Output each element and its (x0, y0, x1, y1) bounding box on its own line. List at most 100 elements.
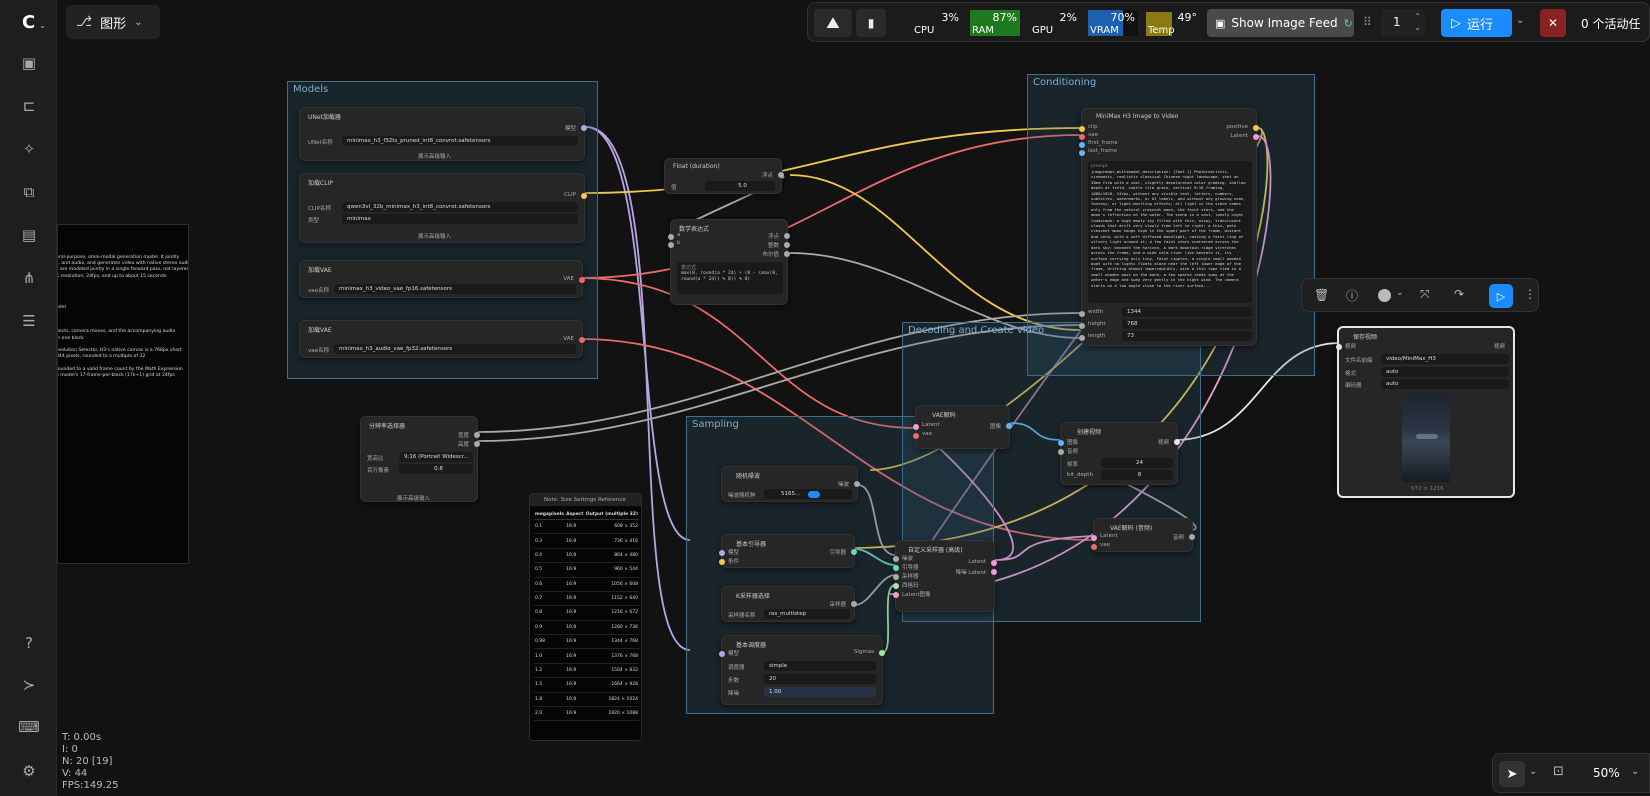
stepper-arrows-icon[interactable]: ⌃⌄ (1414, 12, 1421, 32)
output-width-slot[interactable] (474, 432, 480, 438)
models-icon[interactable]: ✧ (22, 140, 36, 158)
workflows-icon[interactable]: ⧉ (23, 183, 35, 201)
node-math-expression[interactable]: 数学表达式 a b 浮点 整数 布尔值 表达式 max(8, round(a *… (668, 219, 790, 305)
description-note[interactable]: eral-purpose, omni-modal generation mode… (57, 224, 189, 564)
node-vae-decode-audio[interactable]: VAE解码 (音频) Latent vae 音频 (1091, 518, 1195, 552)
run-selected-button[interactable]: ▷ (1489, 284, 1513, 308)
node-save-video[interactable]: 保存视频 视频 视频 文件名前缀 video/MiniMax_H3 格式 aut… (1336, 326, 1515, 498)
input-latent-slot[interactable] (893, 592, 899, 598)
terminal-icon[interactable]: ≻ (22, 676, 36, 694)
chevron-down-icon[interactable]: ⌄ (1396, 288, 1404, 298)
output-sigmas-slot[interactable] (879, 650, 885, 656)
input-width-slot[interactable] (1079, 311, 1085, 317)
advanced-inputs-toggle[interactable]: 展示高级输入 (418, 234, 452, 240)
output-latent-slot[interactable] (991, 560, 997, 566)
output-latent-slot[interactable] (1253, 134, 1259, 140)
seed-input[interactable]: 5165... (764, 489, 852, 499)
megapixels-input[interactable]: 0.8 (399, 464, 473, 474)
input-audio-slot[interactable] (1058, 449, 1064, 455)
aspect-ratio-select[interactable]: 9:16 (Portrait Widescr... (399, 452, 473, 462)
output-image-slot[interactable] (1006, 423, 1012, 429)
more-options-icon[interactable]: ⋮ (1524, 287, 1536, 301)
fit-view-icon[interactable]: ⤧ (1420, 287, 1430, 301)
input-video-slot[interactable] (1336, 344, 1342, 350)
input-latent-slot[interactable] (1091, 535, 1097, 541)
node-create-video[interactable]: 创建视频 图像 音频 视频 帧率 24 bit_depth 8 (1058, 422, 1180, 485)
node-custom-sampler-advanced[interactable]: 自定义采样器 (高级) 噪波 引导器 采样器 西格玛 Latent图像 Late… (893, 540, 997, 612)
node-random-noise[interactable]: 随机噪波 噪波 噪波随机种 5165... (721, 466, 860, 502)
output-float-slot[interactable] (784, 233, 790, 239)
output-height-slot[interactable] (474, 441, 480, 447)
output-clip-slot[interactable] (581, 193, 587, 199)
output-guider-slot[interactable] (851, 549, 857, 555)
input-clip-slot[interactable] (1079, 126, 1085, 132)
input-a-slot[interactable] (668, 234, 674, 240)
active-tasks-button[interactable]: 0 个活动任 (1573, 9, 1650, 37)
node-basic-scheduler[interactable]: 基本调度器 模型 Sigmas 调度器 simple 步数 20 降噪 1.00 (719, 635, 885, 705)
output-sampler-slot[interactable] (851, 601, 857, 607)
run-options-button[interactable]: ⌄ (1512, 9, 1530, 37)
help-icon[interactable]: ? (25, 634, 33, 652)
node-audio-vae-loader[interactable]: 加载VAE VAE vae名称 minimax_h3_audio_vae_fp3… (299, 320, 585, 358)
assets-icon[interactable]: ▣ (21, 54, 37, 72)
input-noise-slot[interactable] (893, 556, 899, 562)
output-model-slot[interactable] (581, 125, 587, 131)
output-vae-slot[interactable] (579, 337, 585, 343)
input-vae-slot[interactable] (1091, 544, 1097, 550)
sampler-name-select[interactable]: res_multistep (764, 609, 850, 619)
chevron-down-icon[interactable]: ⌄ (1631, 766, 1640, 777)
drag-handle-icon[interactable]: ⠿ (1363, 15, 1372, 29)
input-length-slot[interactable] (1079, 335, 1085, 341)
workflow-tab[interactable]: ⎇ 图形 ⌄ (66, 5, 160, 39)
steps-input[interactable]: 20 (764, 674, 876, 684)
input-sigmas-slot[interactable] (893, 583, 899, 589)
node-unet-loader[interactable]: UNet加载器 模型 UNet名称 minimax_h3_f32ts_prune… (299, 107, 587, 161)
bit-depth-input[interactable]: 8 (1101, 470, 1173, 480)
color-picker-icon[interactable] (1378, 289, 1391, 302)
chevron-down-icon[interactable]: ⌄ (1529, 766, 1538, 777)
node-vae-loader[interactable]: 加载VAE VAE vae名称 minimax_h3_video_vae_fp1… (299, 260, 585, 298)
zoom-level[interactable]: 50% (1593, 766, 1620, 780)
advanced-inputs-toggle[interactable]: 展示高级输入 (418, 154, 452, 160)
input-model-slot[interactable] (719, 651, 725, 657)
node-minimax-i2v[interactable]: MiniMax H3 Image to Video clip vae first… (1079, 108, 1259, 346)
output-bool-slot[interactable] (784, 251, 790, 257)
input-sampler-slot[interactable] (893, 574, 899, 580)
note-size-settings[interactable]: Note: Size Settings Reference megapixels… (529, 493, 642, 741)
clip-name-select[interactable]: qwen3vl_32b_minimax_h3_int8_convrot.safe… (342, 202, 578, 212)
input-model-slot[interactable] (719, 550, 725, 556)
app-logo[interactable]: C⌄ (22, 12, 46, 33)
vae-name-select[interactable]: minimax_h3_audio_vae_fp32.safetensors (334, 344, 576, 354)
selection-toolbox[interactable]: 🗑 ⓘ ⌄ ⤧ ↷ ▷ ⋮ (1301, 278, 1539, 312)
output-int-slot[interactable] (784, 242, 790, 248)
expression-editor[interactable]: 表达式 max(8, round(a * 24) + (8 - (max(8, … (677, 262, 783, 294)
output-denoised-slot[interactable] (991, 569, 997, 575)
input-images-slot[interactable] (1058, 440, 1064, 446)
input-vae-slot[interactable] (913, 433, 919, 439)
height-input[interactable]: 768 (1122, 319, 1252, 329)
scheduler-select[interactable]: simple (764, 661, 876, 671)
output-float-slot[interactable] (778, 172, 784, 178)
node-sampler-select[interactable]: K采样器选择 采样器 采样器名称 res_multistep (721, 586, 857, 622)
video-preview[interactable] (1402, 394, 1450, 482)
settings-icon[interactable]: ⚙ (22, 762, 36, 780)
bypass-icon[interactable]: ↷ (1454, 287, 1465, 301)
queue-count-stepper[interactable]: 1 ⌃⌄ (1381, 9, 1425, 37)
nodes-icon[interactable]: ⊏ (22, 97, 36, 115)
codec-select[interactable]: auto (1381, 379, 1509, 389)
node-clip-loader[interactable]: 加载CLIP CLIP CLIP名称 qwen3vl_32b_minimax_h… (299, 173, 587, 243)
node-basic-guider[interactable]: 基本引导器 模型 条件 引导器 (719, 534, 857, 568)
fps-input[interactable]: 24 (1101, 458, 1173, 468)
unet-name-select[interactable]: minimax_h3_f32ts_pruned_int8_convrot.saf… (342, 136, 578, 146)
clip-type-select[interactable]: minimax (342, 214, 578, 224)
input-guider-slot[interactable] (893, 565, 899, 571)
input-conditioning-slot[interactable] (719, 559, 725, 565)
width-input[interactable]: 1344 (1122, 307, 1252, 317)
duration-input[interactable]: 5.0 (705, 181, 775, 191)
input-vae-slot[interactable] (1079, 134, 1085, 140)
node-float-duration[interactable]: Float (duration) 浮点 值 5.0 (664, 158, 784, 194)
bookmark-button[interactable]: ▮ (856, 9, 886, 37)
input-last-frame-slot[interactable] (1079, 150, 1085, 156)
output-positive-slot[interactable] (1253, 125, 1259, 131)
vae-name-select[interactable]: minimax_h3_video_vae_fp16.safetensors (334, 284, 576, 294)
